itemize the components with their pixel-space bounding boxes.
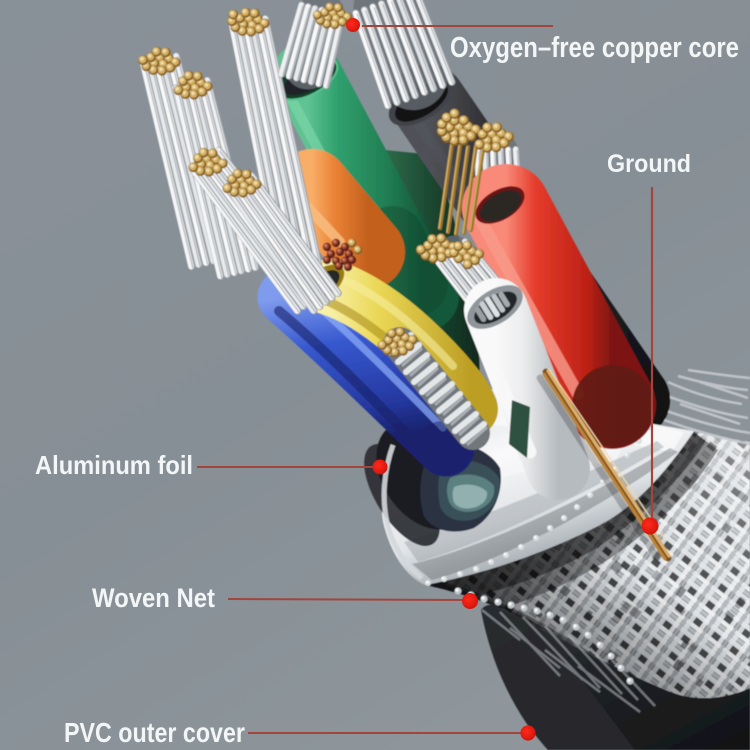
svg-text:Woven Net: Woven Net <box>92 583 215 613</box>
svg-text:Aluminum foil: Aluminum foil <box>35 450 193 480</box>
svg-text:Ground: Ground <box>607 150 691 178</box>
svg-text:PVC outer cover: PVC outer cover <box>64 717 245 748</box>
svg-text:Oxygen–free copper core: Oxygen–free copper core <box>450 32 739 64</box>
